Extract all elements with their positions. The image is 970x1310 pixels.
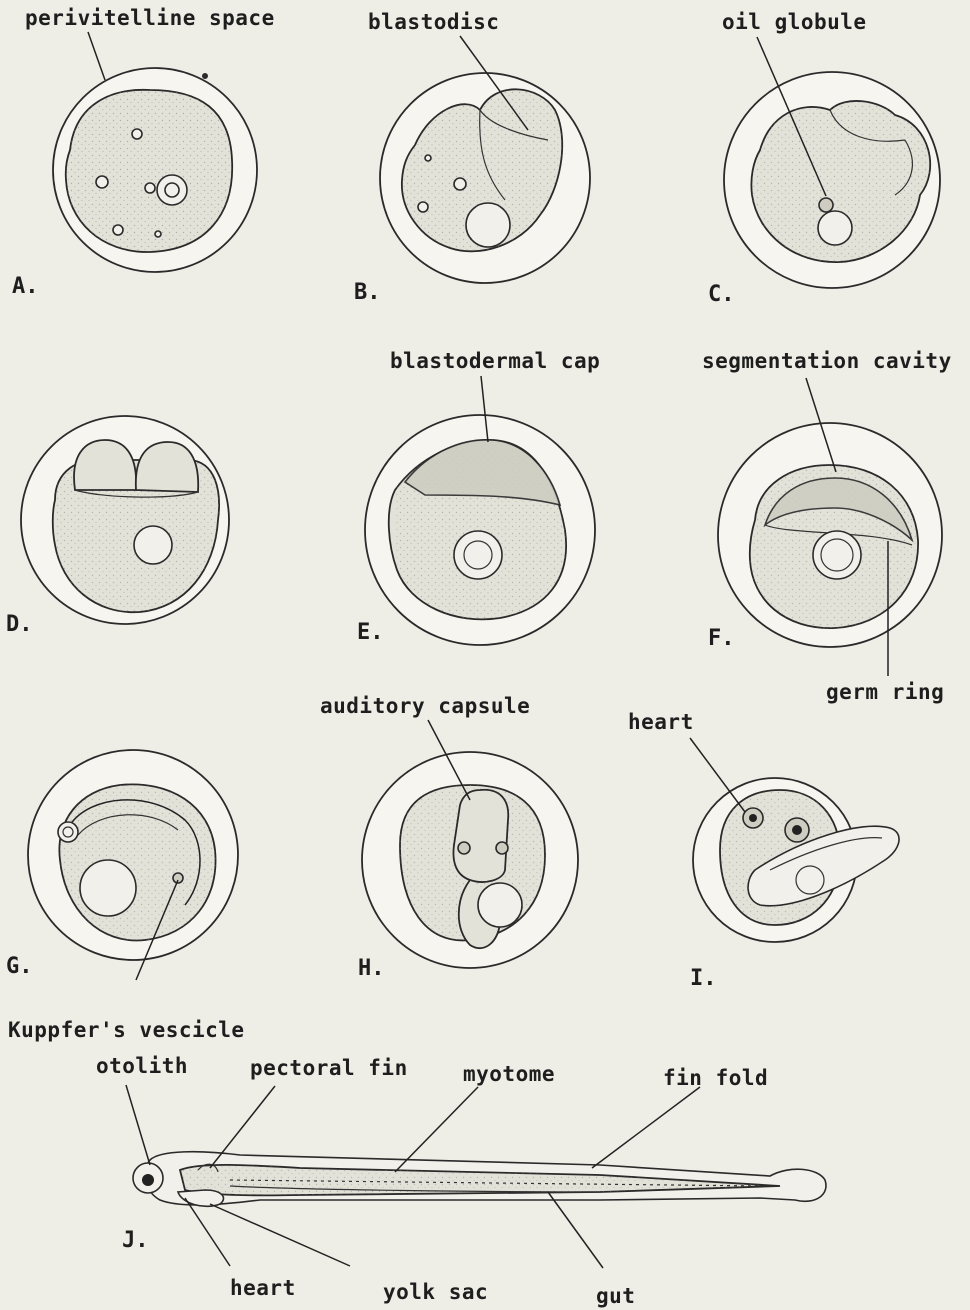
panel-label-f: F. [708, 626, 735, 651]
egg-i [693, 778, 899, 942]
egg-f [718, 423, 942, 647]
egg-e [365, 415, 595, 645]
panel-label-a: A. [12, 274, 39, 299]
label-fin-fold: fin fold [663, 1066, 768, 1090]
panel-label-b: B. [354, 280, 381, 305]
label-otolith: otolith [96, 1054, 188, 1078]
egg-c [724, 72, 940, 288]
label-gut: gut [596, 1284, 635, 1308]
panel-label-j: J. [122, 1228, 149, 1253]
label-oil-globule: oil globule [722, 10, 867, 34]
label-blastodermal-cap: blastodermal cap [390, 349, 600, 373]
panel-label-e: E. [357, 620, 384, 645]
label-heart-bottom: heart [230, 1276, 296, 1300]
egg-h [362, 752, 578, 968]
label-pectoral-fin: pectoral fin [250, 1056, 408, 1080]
label-kuppfers-vescicle: Kuppfer's vescicle [8, 1018, 245, 1042]
panel-label-i: I. [690, 966, 717, 991]
egg-d [21, 416, 229, 624]
label-heart-top: heart [628, 710, 694, 734]
label-blastodisc: blastodisc [368, 10, 499, 34]
egg-a [53, 68, 257, 272]
label-myotome: myotome [463, 1062, 555, 1086]
panel-label-h: H. [358, 956, 385, 981]
panel-label-d: D. [6, 612, 33, 637]
egg-g [28, 750, 238, 960]
panel-label-c: C. [708, 282, 735, 307]
label-auditory-capsule: auditory capsule [320, 694, 530, 718]
label-yolk-sac: yolk sac [383, 1280, 488, 1304]
label-perivitelline-space: perivitelline space [25, 6, 275, 30]
panel-label-g: G. [6, 954, 33, 979]
label-germ-ring: germ ring [826, 680, 944, 704]
egg-b [380, 73, 590, 283]
larva-j [133, 1152, 826, 1207]
label-segmentation-cavity: segmentation cavity [702, 349, 952, 373]
